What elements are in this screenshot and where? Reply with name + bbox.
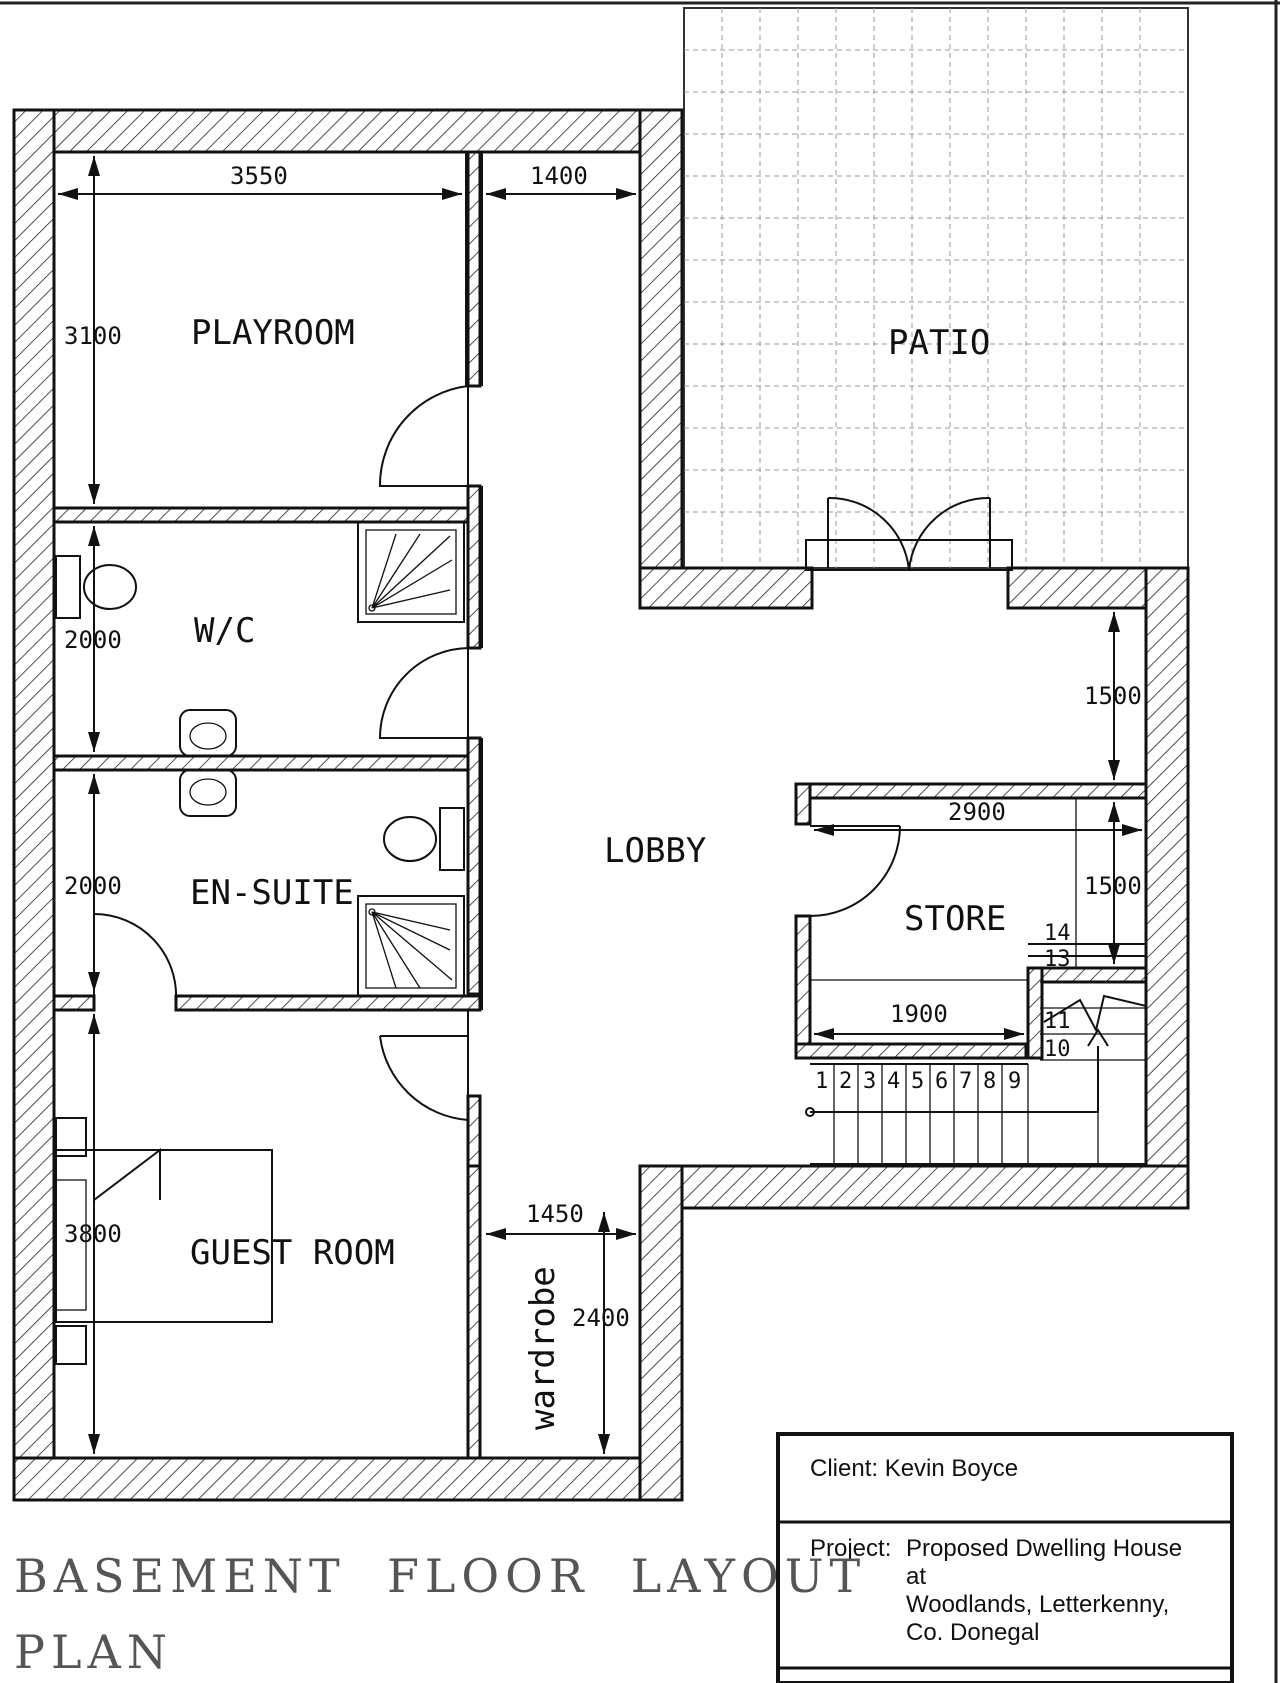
label-store: STORE — [904, 899, 1006, 939]
corridor-partitions — [465, 152, 483, 1010]
dim-wardrobe-width: 1450 — [526, 1200, 584, 1228]
outer-walls — [12, 108, 1190, 1502]
step-3: 3 — [863, 1069, 876, 1094]
step-1: 1 — [815, 1069, 828, 1094]
project-line-4: Co. Donegal — [906, 1619, 1039, 1646]
double-bed — [55, 1117, 273, 1365]
step-8: 8 — [983, 1069, 996, 1094]
project-label: Project: — [810, 1535, 891, 1562]
patio-double-door — [805, 496, 1013, 571]
dimension-labels: 3550 1400 3100 2000 2000 1500 2900 1500 … — [64, 162, 1142, 1332]
title-block: Client: Kevin Boyce Project: Proposed Dw… — [776, 1432, 1234, 1683]
toilet-wc — [55, 555, 137, 619]
label-guest-room: GUEST ROOM — [190, 1233, 395, 1273]
patio-area — [683, 7, 1189, 569]
dim-playroom-width: 3550 — [230, 162, 288, 190]
project-line-2: at — [906, 1563, 926, 1590]
step-9: 9 — [1008, 1069, 1021, 1094]
door-ensuite — [93, 912, 178, 1006]
project-line-1: Proposed Dwelling House — [906, 1535, 1182, 1562]
step-6: 6 — [935, 1069, 948, 1094]
dim-ensuite-depth: 2000 — [64, 872, 122, 900]
dim-corridor-width: 1400 — [530, 162, 588, 190]
project-line-3: Woodlands, Letterkenny, — [906, 1591, 1169, 1618]
label-wardrobe: wardrobe — [523, 1266, 563, 1430]
shower-wc — [357, 521, 465, 623]
dimension-lines — [58, 156, 1142, 1454]
door-guest-room — [379, 1010, 469, 1121]
step-11: 11 — [1044, 1009, 1071, 1034]
drawing-title-line-1: BASEMENT FLOOR LAYOUT — [14, 1549, 866, 1603]
step-5: 5 — [911, 1069, 924, 1094]
basin-ensuite — [179, 769, 237, 817]
dim-guest-depth: 3800 — [64, 1220, 122, 1248]
step-4: 4 — [887, 1069, 900, 1094]
dim-playroom-depth: 3100 — [64, 322, 122, 350]
door-playroom — [378, 385, 469, 487]
dim-lobby-gap: 1500 — [1084, 682, 1142, 710]
step-13: 13 — [1044, 947, 1071, 972]
staircase — [805, 943, 1147, 1165]
step-14: 14 — [1044, 921, 1071, 946]
label-patio: PATIO — [888, 323, 990, 363]
dim-store-depth: 1500 — [1084, 872, 1142, 900]
dim-wc-depth: 2000 — [64, 626, 122, 654]
label-ensuite: EN-SUITE — [190, 873, 354, 913]
dim-store-inner-width: 1900 — [890, 1000, 948, 1028]
dim-store-width: 2900 — [948, 798, 1006, 826]
label-wc: W/C — [194, 611, 255, 651]
stair-step-numbers: 1 2 3 4 5 6 7 8 9 10 11 13 14 — [815, 921, 1071, 1094]
label-playroom: PLAYROOM — [191, 313, 355, 353]
shower-ensuite — [357, 895, 465, 997]
basin-wc — [179, 709, 237, 757]
label-lobby: LOBBY — [604, 831, 706, 871]
step-10: 10 — [1044, 1037, 1071, 1062]
door-wc — [378, 647, 469, 739]
door-store — [809, 825, 901, 917]
drawing-title: BASEMENT FLOOR LAYOUT PLAN — [14, 1549, 866, 1679]
drawing-title-line-2: PLAN — [14, 1625, 173, 1679]
step-7: 7 — [959, 1069, 972, 1094]
patio-tile-grid — [684, 8, 1188, 568]
room-labels: PLAYROOM PATIO W/C LOBBY EN-SUITE STORE … — [190, 313, 1006, 1430]
step-2: 2 — [839, 1069, 852, 1094]
toilet-ensuite — [383, 807, 465, 871]
client-name: Client: Kevin Boyce — [810, 1455, 1018, 1482]
dim-wardrobe-depth: 2400 — [572, 1304, 630, 1332]
